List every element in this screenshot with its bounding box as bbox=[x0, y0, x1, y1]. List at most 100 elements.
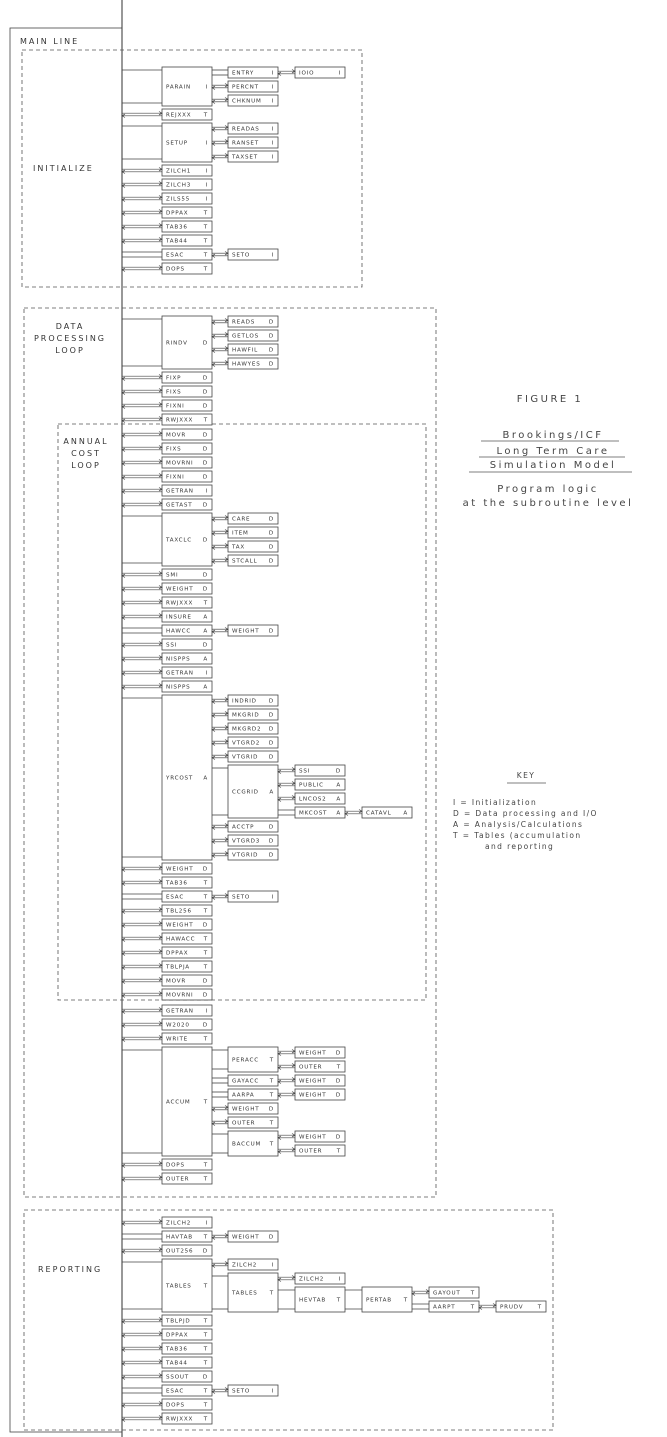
subroutine-name: FIXS bbox=[166, 447, 181, 453]
subroutine-type: T bbox=[203, 601, 208, 607]
subroutine-type: D bbox=[203, 993, 208, 999]
subroutine-type: T bbox=[203, 418, 208, 424]
subroutine-type: D bbox=[269, 713, 274, 719]
subroutine-name: TAXCLC bbox=[165, 538, 192, 544]
subroutine-name: FIXNI bbox=[166, 475, 185, 481]
subroutine-type: I bbox=[206, 671, 208, 677]
figure-title: Simulation Model bbox=[490, 460, 616, 471]
subroutine-type: I bbox=[272, 1389, 274, 1395]
subroutine-type: D bbox=[203, 573, 208, 579]
subroutine-name: MOVRNI bbox=[166, 993, 193, 999]
subroutine-name: ITEM bbox=[232, 531, 249, 537]
subroutine-type: D bbox=[203, 979, 208, 985]
key-heading: KEY bbox=[517, 771, 535, 780]
subroutine-name: OUTER bbox=[299, 1149, 322, 1155]
subroutine-type: I bbox=[339, 1277, 341, 1283]
call-connector bbox=[121, 613, 163, 620]
call-connector bbox=[121, 487, 163, 494]
subroutine-type: T bbox=[203, 1319, 208, 1325]
subroutine-type: T bbox=[269, 1058, 274, 1064]
call-connector bbox=[121, 445, 163, 452]
call-connector bbox=[211, 823, 229, 830]
subroutine-type: D bbox=[269, 334, 274, 340]
subroutine-name: ESAC bbox=[166, 895, 184, 901]
subroutine-name: CATAVL bbox=[366, 811, 392, 817]
key-entry: D = Data processing and I/O bbox=[453, 809, 598, 818]
call-connector bbox=[277, 1063, 296, 1070]
subroutine-name: FIXP bbox=[166, 376, 181, 382]
call-connector bbox=[211, 83, 229, 90]
subroutine-type: D bbox=[203, 461, 208, 467]
subroutine-name: WEIGHT bbox=[232, 1235, 259, 1241]
subroutine-name: RINDV bbox=[166, 341, 188, 347]
subroutine-name: DOPS bbox=[166, 1163, 185, 1169]
subroutine-type: D bbox=[203, 390, 208, 396]
subroutine-type: T bbox=[336, 1065, 341, 1071]
subroutine-name: DPPAX bbox=[166, 211, 188, 217]
subroutine-name: ZILCH2 bbox=[299, 1277, 324, 1283]
subroutine-name: READS bbox=[232, 320, 255, 326]
subroutine-name: HEVTAB bbox=[299, 1298, 326, 1304]
subroutine-type: D bbox=[269, 839, 274, 845]
subroutine-name: TABLES bbox=[165, 1284, 192, 1290]
call-connector bbox=[121, 1247, 163, 1254]
subroutine-name: CHKNUM bbox=[232, 99, 262, 105]
call-connector bbox=[211, 318, 229, 325]
subroutine-name: NISPPS bbox=[166, 685, 190, 691]
call-connector bbox=[211, 893, 229, 900]
data-processing-label: DATA bbox=[56, 322, 85, 331]
call-connector bbox=[211, 139, 229, 146]
subroutine-name: CCGRID bbox=[232, 790, 259, 796]
subroutine-name: TAB36 bbox=[165, 881, 188, 887]
subroutine-type: T bbox=[537, 1305, 542, 1311]
subroutine-type: D bbox=[203, 475, 208, 481]
subroutine-type: I bbox=[206, 169, 208, 175]
subroutine-name: SSI bbox=[299, 769, 310, 775]
subroutine-name: YRCOST bbox=[165, 776, 193, 782]
call-connector bbox=[211, 515, 229, 522]
subroutine-name: MKCOST bbox=[299, 811, 327, 817]
subroutine-type: D bbox=[269, 755, 274, 761]
subroutine-type: T bbox=[269, 1121, 274, 1127]
subroutine-type: T bbox=[203, 1037, 208, 1043]
call-connector bbox=[121, 907, 163, 914]
subroutine-name: PRUDV bbox=[500, 1305, 523, 1311]
subroutine-name: DOPS bbox=[166, 267, 185, 273]
subroutine-type: I bbox=[206, 141, 208, 147]
subroutine-name: MOVR bbox=[166, 979, 186, 985]
subroutine-name: ZILCH3 bbox=[166, 183, 191, 189]
call-connector bbox=[121, 1021, 163, 1028]
call-connector bbox=[121, 571, 163, 578]
call-connector bbox=[121, 655, 163, 662]
subroutine-type: I bbox=[272, 85, 274, 91]
subroutine-type: D bbox=[269, 853, 274, 859]
call-connector bbox=[121, 865, 163, 872]
subroutine-name: TAB44 bbox=[165, 239, 188, 245]
subroutine-name: HAWYES bbox=[232, 362, 261, 368]
annual-cost-label: LOOP bbox=[71, 461, 101, 470]
subroutine-type: D bbox=[203, 341, 208, 347]
